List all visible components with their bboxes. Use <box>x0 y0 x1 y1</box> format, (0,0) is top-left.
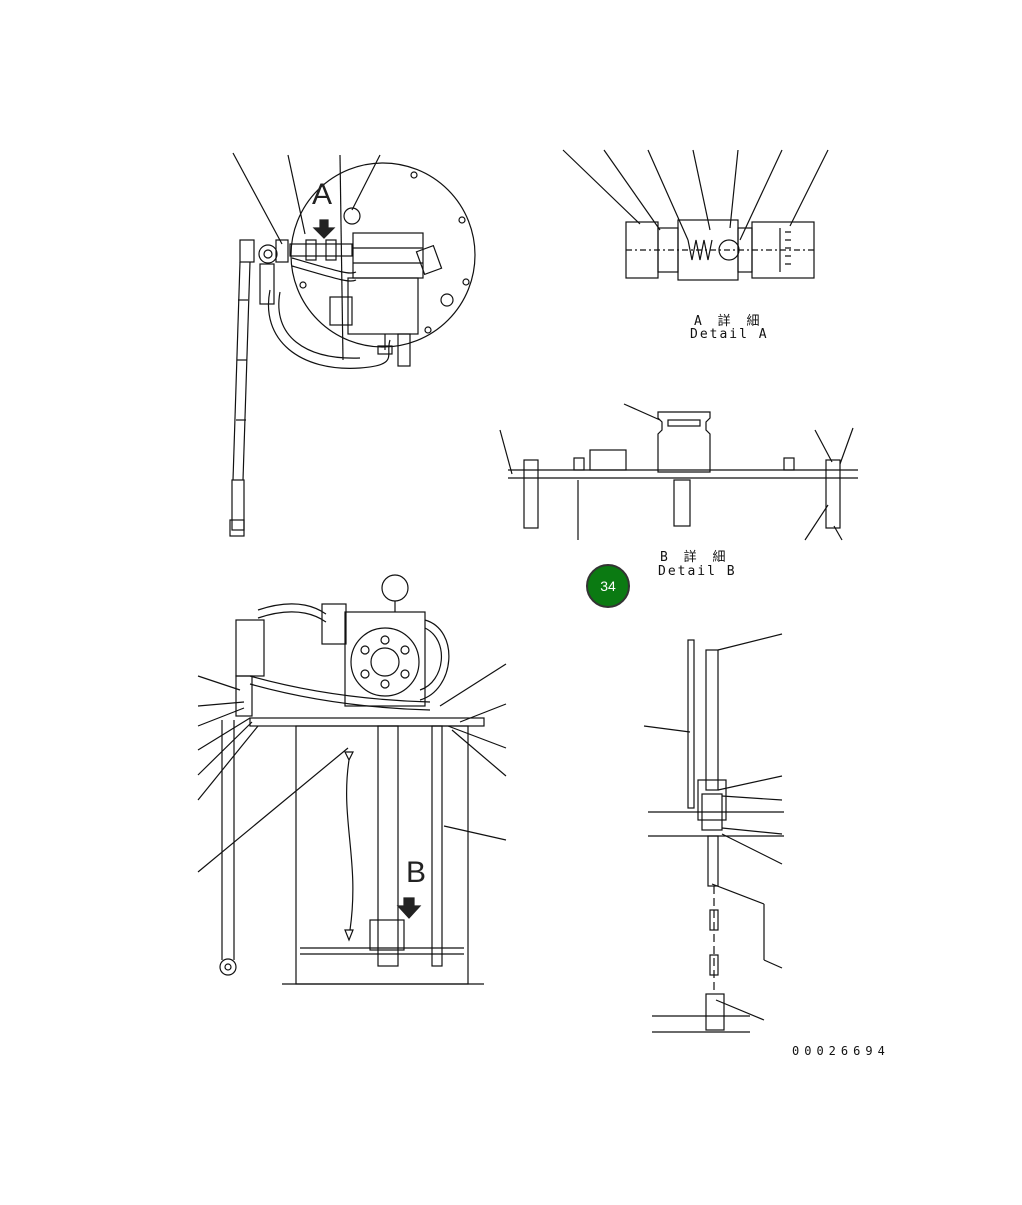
tank-cover-outline <box>290 162 476 348</box>
detail-b-caption-en: Detail B <box>658 564 737 579</box>
detail-a-caption-jp: A 詳 細 <box>694 314 764 329</box>
page-number-badge[interactable]: 34 <box>586 564 630 608</box>
detail-b-caption-jp: B 詳 細 <box>660 550 730 565</box>
callout-letter-b: B <box>406 856 427 889</box>
top-view-assembly <box>229 152 476 537</box>
drawing-number: 00026694 <box>792 1044 890 1058</box>
detail-a-caption-en: Detail A <box>690 327 769 342</box>
detail-a-drawing <box>562 149 829 281</box>
badge-number: 34 <box>600 578 616 594</box>
callout-letter-a: A <box>312 178 333 211</box>
side-view-assembly <box>197 574 507 985</box>
pump-body <box>352 232 424 279</box>
pressure-gauge <box>381 574 409 602</box>
section-view <box>643 633 784 1033</box>
detail-b-drawing <box>499 403 858 541</box>
